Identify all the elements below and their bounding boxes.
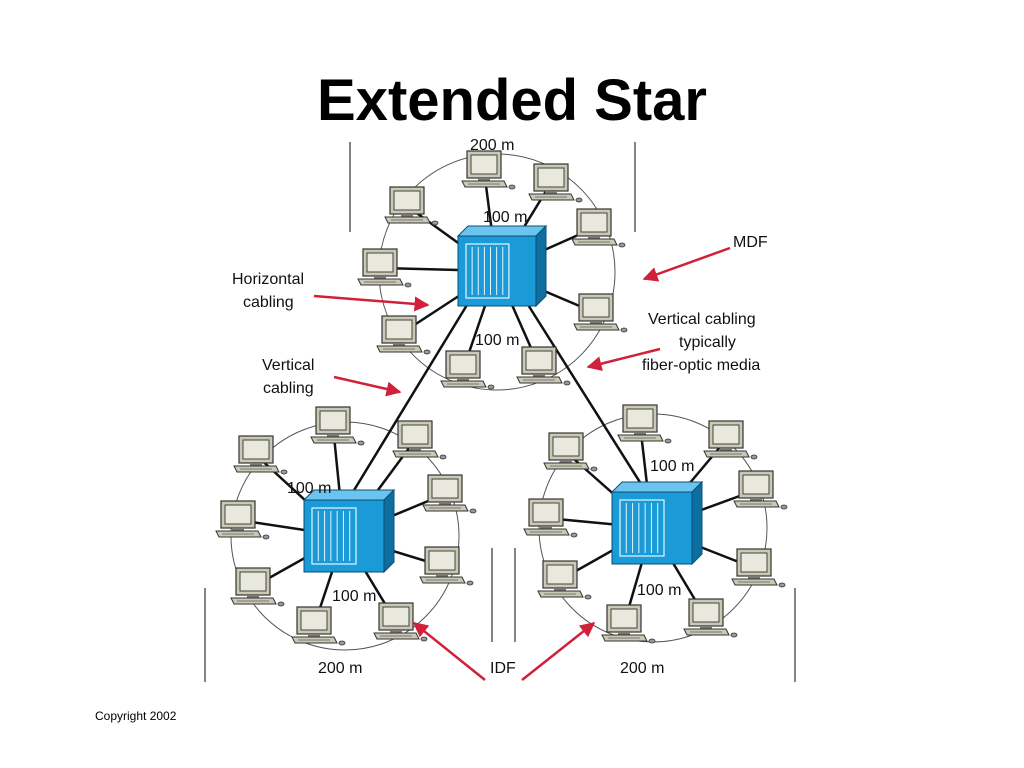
computer-icon: [291, 606, 346, 646]
top-200m-label: 200 m: [470, 137, 514, 154]
vertical-cabling-label-line2: cabling: [263, 380, 314, 397]
computer-icon: [419, 546, 474, 586]
computer-icon: [422, 474, 477, 514]
right-200m-label: 200 m: [620, 660, 664, 677]
computer-icon: [357, 248, 412, 288]
vertical-fiber-label-line3: fiber-optic media: [642, 357, 760, 374]
idf-right-arrow: [521, 622, 596, 681]
computer-icon: [230, 567, 285, 607]
computer-icon: [516, 346, 571, 386]
computer-icon: [392, 420, 447, 460]
vertical-cabling-arrow: [333, 375, 402, 397]
slide-title: Extended Star: [317, 68, 707, 133]
horizontal-cabling-label-line1: Horizontal: [232, 271, 304, 288]
mdf-arrow: [642, 246, 731, 282]
computer-icon: [731, 548, 786, 588]
idf-label: IDF: [490, 660, 516, 677]
right-100m-lower-label: 100 m: [637, 582, 681, 599]
computer-icon: [440, 350, 495, 390]
computer-icon: [601, 604, 656, 644]
top-100m-upper-label: 100 m: [483, 209, 527, 226]
computer-icon: [233, 435, 288, 475]
computer-icon: [528, 163, 583, 203]
computer-icon: [571, 208, 626, 248]
computer-icon: [573, 293, 628, 333]
hubs: [302, 224, 704, 574]
top-100m-lower-label: 100 m: [475, 332, 519, 349]
vertical-fiber-label-line1: Vertical cabling: [648, 311, 756, 328]
computer-icon: [543, 432, 598, 472]
mdf-hub-icon: [456, 224, 548, 308]
computer-icon: [733, 470, 788, 510]
horizontal-cabling-arrow: [313, 294, 430, 312]
vertical-cable-left: [343, 299, 472, 506]
mdf-label: MDF: [733, 234, 768, 251]
computer-icon: [376, 315, 431, 355]
right-100m-upper-label: 100 m: [650, 458, 694, 475]
horizontal-cabling-label-line2: cabling: [243, 294, 294, 311]
vertical-cabling-label-line1: Vertical: [262, 357, 314, 374]
left-200m-label: 200 m: [318, 660, 362, 677]
idf-right-hub-icon: [610, 480, 704, 566]
computer-icon: [537, 560, 592, 600]
left-100m-upper-label: 100 m: [287, 480, 331, 497]
computer-icon: [683, 598, 738, 638]
computer-icon: [373, 602, 428, 642]
copyright: Copyright 2002: [95, 709, 177, 723]
computer-icon: [215, 500, 270, 540]
computer-icon: [310, 406, 365, 446]
computer-icon: [384, 186, 439, 226]
vertical-cable-right: [523, 299, 650, 496]
idf-left-arrow: [412, 622, 486, 681]
workstations: [215, 150, 788, 646]
computer-icon: [703, 420, 758, 460]
computer-icon: [461, 150, 516, 190]
vertical-fiber-arrow: [586, 347, 661, 372]
vertical-fiber-label-line2: typically: [679, 334, 736, 351]
left-100m-lower-label: 100 m: [332, 588, 376, 605]
idf-left-hub-icon: [302, 488, 396, 574]
computer-icon: [523, 498, 578, 538]
computer-icon: [617, 404, 672, 444]
